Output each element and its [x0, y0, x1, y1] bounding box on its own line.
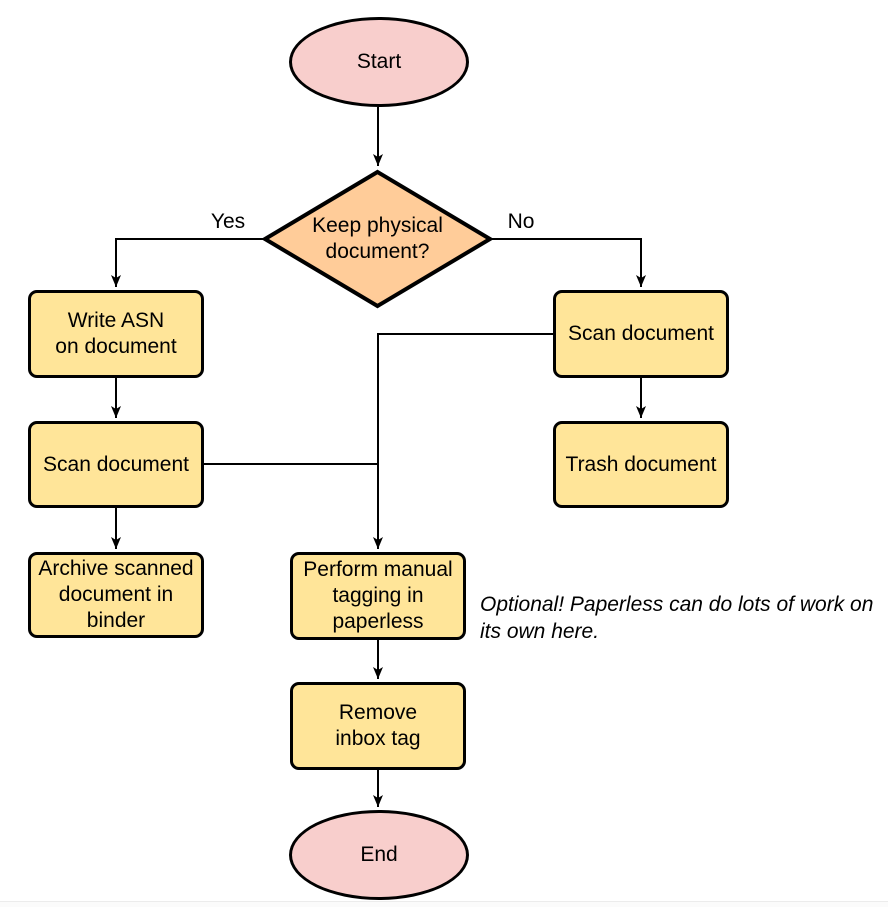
edge-scan-right-to-tagging: [373, 333, 553, 549]
yes-branch-label: Yes: [210, 210, 246, 233]
remove-inbox-tag-node: Remove inbox tag: [290, 682, 466, 770]
manual-tagging-node: Perform manual tagging in paperless: [290, 552, 466, 640]
trash-document-node: Trash document: [553, 421, 729, 508]
optional-note: Optional! Paperless can do lots of work …: [480, 593, 874, 643]
page-bottom-divider: [0, 901, 888, 907]
edge-decision-yes-to-write-asn: [111, 238, 265, 287]
decision-diamond-shape: [261, 169, 494, 309]
scan-document-right-node: Scan document: [553, 290, 729, 378]
no-branch-label: No: [507, 210, 535, 233]
scan-document-left-node: Scan document: [28, 421, 204, 508]
archive-document-node: Archive scanned document in binder: [28, 552, 204, 638]
end-node: End: [289, 810, 469, 900]
start-node: Start: [289, 17, 469, 107]
edge-decision-no-to-scan-right: [490, 238, 646, 287]
decision-node-label: Keep physical document?: [312, 214, 443, 263]
write-asn-node: Write ASN on document: [28, 290, 204, 378]
